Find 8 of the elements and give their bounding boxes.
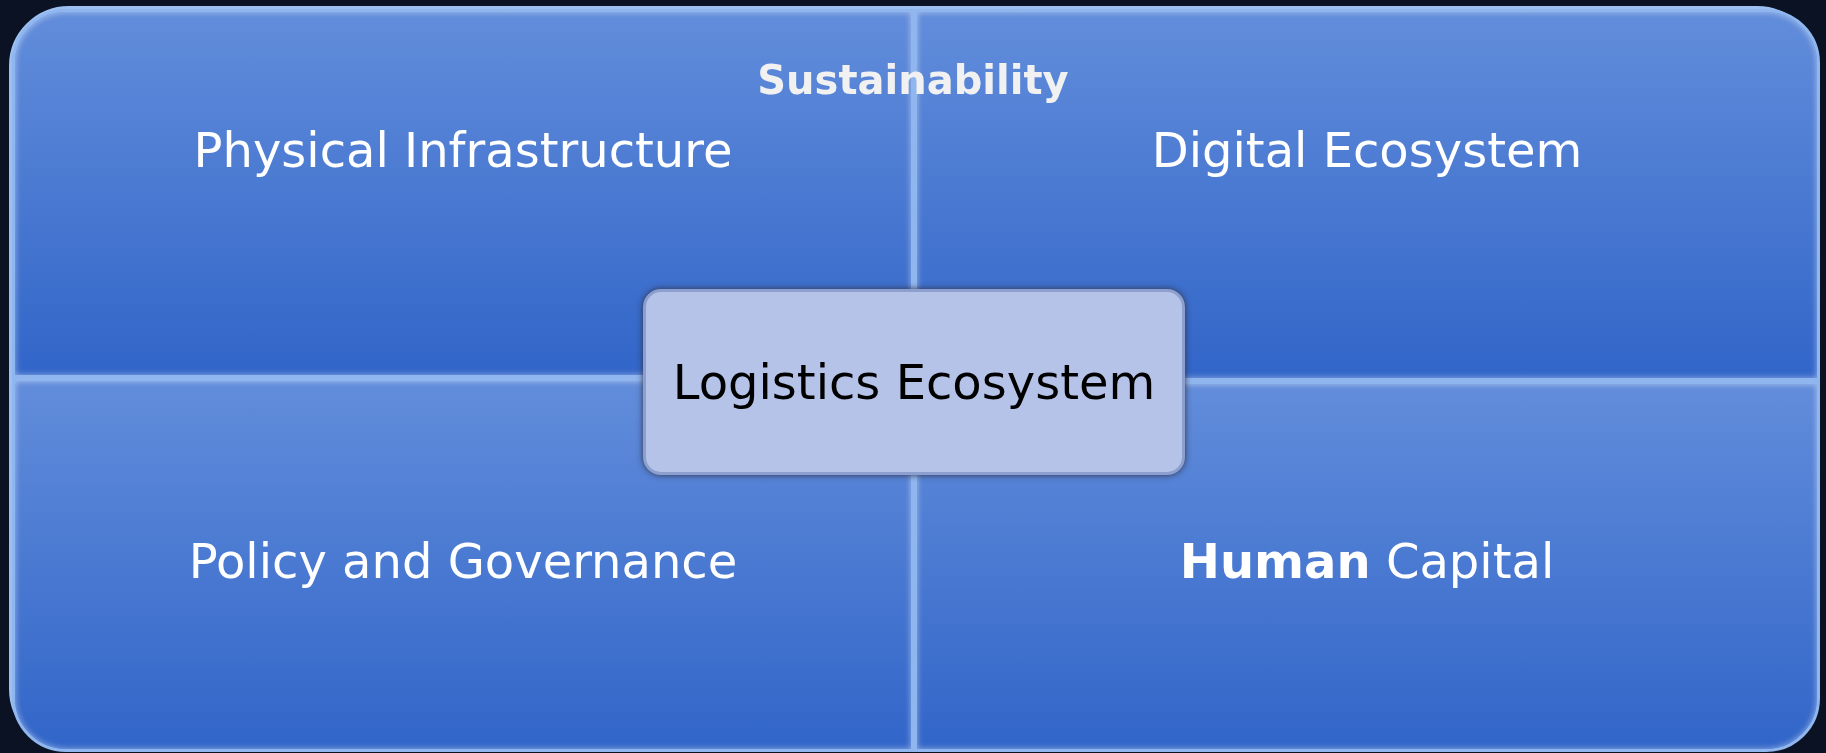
node-label: Human Capital: [1179, 533, 1555, 589]
node-label: Policy and Governance: [188, 533, 738, 589]
node-label: Physical Infrastructure: [193, 122, 733, 178]
node-label: Digital Ecosystem: [1151, 122, 1583, 178]
center-box: [643, 289, 1185, 475]
node-label: Logistics Ecosystem: [672, 354, 1156, 410]
diagram-frame: [9, 6, 1817, 749]
group-label: Sustainability: [757, 57, 1069, 103]
